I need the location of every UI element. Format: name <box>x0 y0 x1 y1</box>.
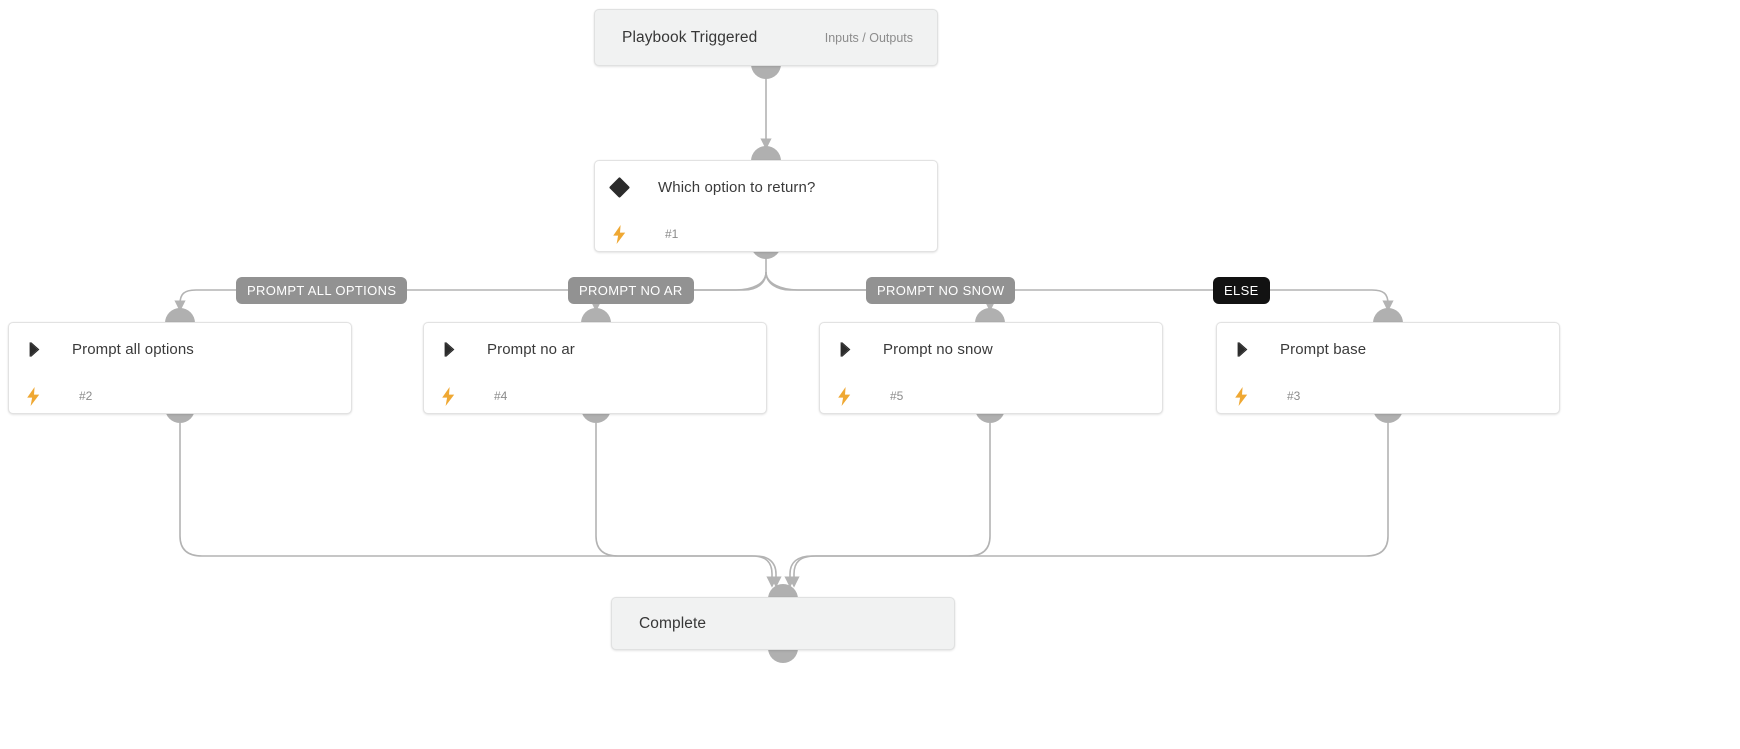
node-prompt-no-snow[interactable]: Prompt no snow #5 <box>819 322 1163 414</box>
action-number: #5 <box>890 389 904 403</box>
chevron-right-icon <box>837 341 867 358</box>
lightning-bolt-icon <box>26 386 56 406</box>
action-number: #2 <box>79 389 93 403</box>
port-trigger-out <box>751 64 781 79</box>
chevron-right-icon <box>1234 341 1264 358</box>
branch-label: PROMPT ALL OPTIONS <box>247 283 397 298</box>
branch-label: PROMPT NO AR <box>579 283 683 298</box>
lightning-bolt-icon <box>441 386 471 406</box>
diamond-icon <box>608 176 642 198</box>
port-action-3-in <box>1373 308 1403 323</box>
node-decision[interactable]: Which option to return? #1 <box>594 160 938 252</box>
decision-title: Which option to return? <box>658 178 816 196</box>
branch-pill-prompt-no-ar[interactable]: PROMPT NO AR <box>568 277 694 304</box>
chevron-right-icon <box>26 341 56 358</box>
node-playbook-triggered[interactable]: Playbook Triggered Inputs / Outputs <box>594 9 938 66</box>
node-complete[interactable]: Complete <box>611 597 955 650</box>
port-action-0-in <box>165 308 195 323</box>
action-number: #3 <box>1287 389 1301 403</box>
action-title: Prompt no snow <box>883 340 993 358</box>
chevron-right-icon <box>441 341 471 358</box>
action-title: Prompt no ar <box>487 340 575 358</box>
decision-number: #1 <box>665 227 679 241</box>
trigger-inputs-outputs-link[interactable]: Inputs / Outputs <box>824 30 913 45</box>
node-prompt-base[interactable]: Prompt base #3 <box>1216 322 1560 414</box>
node-prompt-all-options[interactable]: Prompt all options #2 <box>8 322 352 414</box>
action-title: Prompt all options <box>72 340 194 358</box>
branch-pill-prompt-no-snow[interactable]: PROMPT NO SNOW <box>866 277 1016 304</box>
node-prompt-no-ar[interactable]: Prompt no ar #4 <box>423 322 767 414</box>
branch-pill-else[interactable]: ELSE <box>1213 277 1270 304</box>
action-number: #4 <box>494 389 508 403</box>
trigger-title: Playbook Triggered <box>622 28 758 46</box>
action-title: Prompt base <box>1280 340 1367 358</box>
port-action-2-in <box>975 308 1005 323</box>
branch-label: PROMPT NO SNOW <box>877 283 1005 298</box>
port-decision-in <box>751 146 781 161</box>
port-complete-out <box>768 648 798 663</box>
port-action-1-in <box>581 308 611 323</box>
branch-pill-prompt-all-options[interactable]: PROMPT ALL OPTIONS <box>236 277 408 304</box>
lightning-bolt-icon <box>612 224 642 244</box>
lightning-bolt-icon <box>1234 386 1264 406</box>
complete-title: Complete <box>639 614 707 632</box>
branch-label: ELSE <box>1224 283 1259 298</box>
lightning-bolt-icon <box>837 386 867 406</box>
